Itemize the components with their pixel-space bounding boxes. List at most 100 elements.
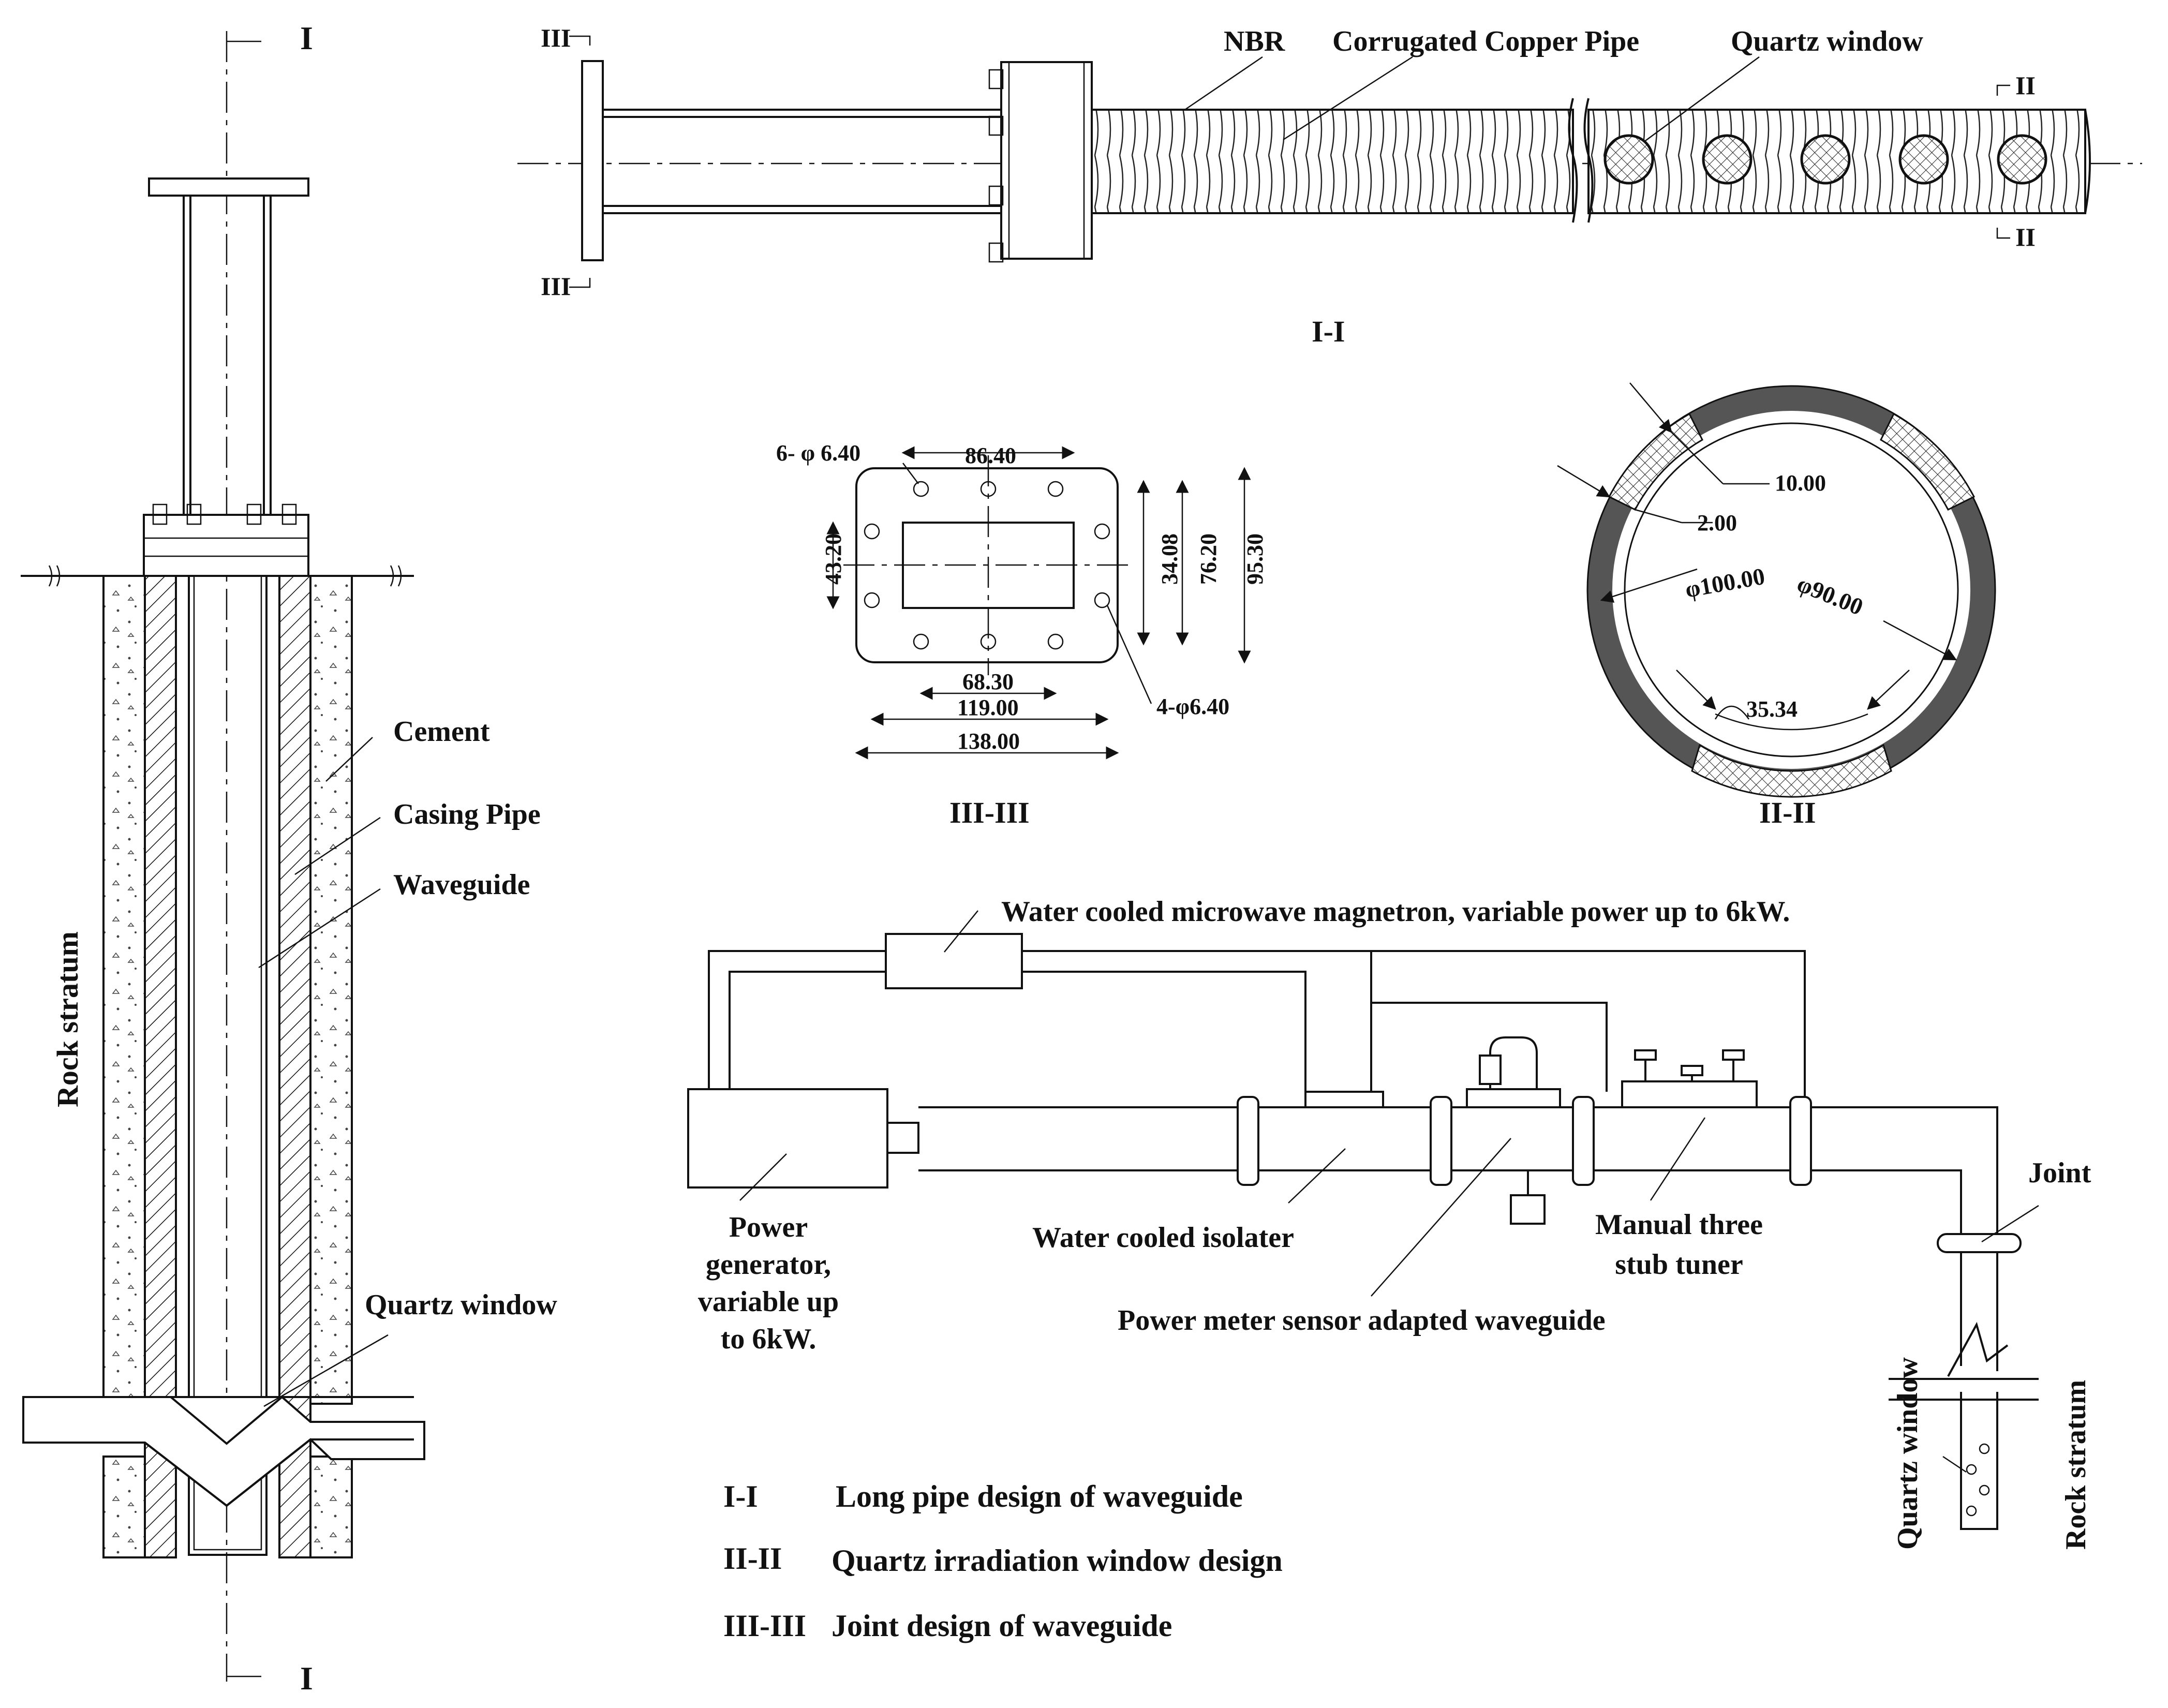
svg-text:Manual three: Manual three bbox=[1595, 1209, 1763, 1241]
section-I-top-label: I bbox=[300, 20, 313, 56]
legend-text-3: Joint design of waveguide bbox=[831, 1609, 1172, 1643]
flange-bolts bbox=[152, 503, 297, 525]
cement-left bbox=[102, 575, 146, 1405]
three-stub-tuner bbox=[1621, 1049, 1758, 1108]
quartz-window-left-leader bbox=[263, 1334, 389, 1407]
power-generator-box bbox=[687, 1088, 888, 1189]
downhole-quartz-windows bbox=[1966, 1443, 1990, 1517]
section-II-top-mark bbox=[1996, 84, 2010, 96]
dim-10-00: 10.00 bbox=[1775, 470, 1826, 496]
magnetron-label: Water cooled microwave magnetron, variab… bbox=[1001, 896, 1790, 928]
dim-138-00: 138.00 bbox=[957, 729, 1020, 754]
power-generator-label: Power generator, variable up to 6kW. bbox=[698, 1211, 839, 1355]
waveguide-leader bbox=[258, 888, 381, 969]
magnetron-cable-right bbox=[1022, 950, 1806, 1100]
quartz-window-top-label: Quartz window bbox=[1731, 25, 1923, 57]
section-III-bottom-label: III bbox=[541, 272, 571, 301]
legend-code-1: I-I bbox=[723, 1479, 758, 1513]
section-III-top-mark bbox=[569, 35, 591, 46]
rock-fault-band bbox=[22, 1396, 425, 1507]
main-waveguide bbox=[918, 1106, 1998, 1242]
cement-label: Cement bbox=[393, 716, 490, 748]
power-meter-label: Power meter sensor adapted waveguide bbox=[1118, 1304, 1606, 1336]
dim-35-34: 35.34 bbox=[1746, 696, 1798, 722]
section-II-top-label: II bbox=[2015, 71, 2036, 100]
long-pipe-section: III III II II NBR Corrugated Copper Pipe… bbox=[517, 23, 2142, 348]
legend: I-I Long pipe design of waveguide II-II … bbox=[723, 1479, 1283, 1643]
svg-text:Power: Power bbox=[729, 1211, 808, 1243]
dim-2-00: 2.00 bbox=[1697, 510, 1737, 536]
cement-leader bbox=[325, 737, 373, 782]
magnetron-box bbox=[885, 933, 1023, 989]
dim-119-00: 119.00 bbox=[957, 695, 1019, 720]
caption-III-III: III-III bbox=[949, 796, 1030, 829]
waveguide-pipe bbox=[188, 576, 268, 1556]
quartz-window-right-leader bbox=[1942, 1455, 1967, 1473]
joint-label: Joint bbox=[2028, 1157, 2091, 1189]
quartz-patch-top-right bbox=[1880, 412, 1976, 511]
dim-68-30: 68.30 bbox=[962, 669, 1014, 694]
quartz-window-right-label: Quartz window bbox=[1892, 1357, 1924, 1550]
dim-86-40: 86.40 bbox=[965, 443, 1016, 468]
isolater-port bbox=[1304, 1091, 1384, 1108]
quartz-patch-bottom bbox=[1691, 744, 1892, 798]
svg-text:to 6kW.: to 6kW. bbox=[721, 1323, 816, 1355]
microwave-system-schematic: Water cooled microwave magnetron, variab… bbox=[687, 896, 2092, 1550]
dim-34-08: 34.08 bbox=[1157, 533, 1182, 585]
joint-holes bbox=[864, 481, 1110, 650]
dim-76-20: 76.20 bbox=[1196, 533, 1221, 585]
dim-95-30: 95.30 bbox=[1242, 533, 1268, 585]
rock-stratum-left-label: Rock stratum bbox=[51, 931, 84, 1107]
joint-leader bbox=[1981, 1205, 2039, 1243]
quartz-window-left-label: Quartz window bbox=[365, 1289, 557, 1321]
joint-design-section: 86.40 6- φ 6.40 43.20 34.08 76.20 95.30 … bbox=[776, 440, 1268, 829]
dim-43-20: 43.20 bbox=[821, 533, 846, 585]
legend-code-3: III-III bbox=[723, 1609, 806, 1643]
tuner-label: Manual three stub tuner bbox=[1595, 1209, 1763, 1281]
nbr-leader bbox=[1184, 56, 1263, 111]
caption-I-I: I-I bbox=[1312, 315, 1345, 348]
magnetron-leader bbox=[944, 910, 978, 953]
copper-pipe-leader bbox=[1283, 56, 1413, 141]
corrugated-copper-pipe-left bbox=[1091, 109, 1574, 214]
section-III-bottom-mark bbox=[569, 278, 591, 288]
dim-holes-top: 6- φ 6.40 bbox=[776, 440, 860, 466]
downhole-pipe bbox=[1960, 1392, 1998, 1530]
top-flange bbox=[148, 177, 309, 197]
svg-text:stub tuner: stub tuner bbox=[1615, 1249, 1743, 1281]
power-generator-leader bbox=[739, 1153, 787, 1201]
legend-code-2: II-II bbox=[723, 1541, 782, 1576]
isolater-leader bbox=[1288, 1148, 1346, 1204]
magnetron-cable-left bbox=[708, 950, 886, 1089]
joint-bolts bbox=[988, 69, 1004, 263]
section-III-top-label: III bbox=[541, 23, 571, 52]
quartz-patch-top-left bbox=[1608, 412, 1703, 511]
svg-text:generator,: generator, bbox=[706, 1249, 831, 1281]
power-meter-sensor bbox=[1466, 1036, 1561, 1225]
section-I-bottom-label: I bbox=[300, 1660, 313, 1697]
section-II-bottom-label: II bbox=[2015, 222, 2036, 251]
joint-coupler bbox=[1937, 1233, 2022, 1253]
waveguide-flanges bbox=[1237, 1096, 1812, 1186]
nbr-label: NBR bbox=[1224, 25, 1285, 57]
break-line bbox=[1947, 1321, 2009, 1377]
cement-right bbox=[309, 575, 353, 1405]
well-section: I I bbox=[21, 20, 557, 1697]
casing-leader bbox=[294, 816, 381, 875]
isolater-label: Water cooled isolater bbox=[1032, 1222, 1294, 1254]
end-flange bbox=[581, 60, 604, 261]
casing-pipe-left bbox=[144, 575, 177, 1558]
legend-text-1: Long pipe design of waveguide bbox=[836, 1479, 1243, 1513]
svg-text:variable up: variable up bbox=[698, 1286, 839, 1318]
quartz-window-top-leader bbox=[1645, 56, 1760, 142]
legend-text-2: Quartz irradiation window design bbox=[831, 1543, 1283, 1578]
section-II-bottom-mark bbox=[1996, 228, 2010, 239]
tuner-leader bbox=[1650, 1117, 1706, 1201]
casing-pipe-label: Casing Pipe bbox=[393, 798, 541, 830]
quartz-window-section: 10.00 2.00 φ100.00 φ90.00 35.34 II-II bbox=[1557, 382, 1996, 829]
corrugated-copper-pipe-label: Corrugated Copper Pipe bbox=[1332, 25, 1639, 57]
power-meter-leader bbox=[1371, 1138, 1511, 1297]
waveguide-label: Waveguide bbox=[393, 869, 530, 901]
dim-holes-side: 4-φ6.40 bbox=[1156, 694, 1229, 719]
